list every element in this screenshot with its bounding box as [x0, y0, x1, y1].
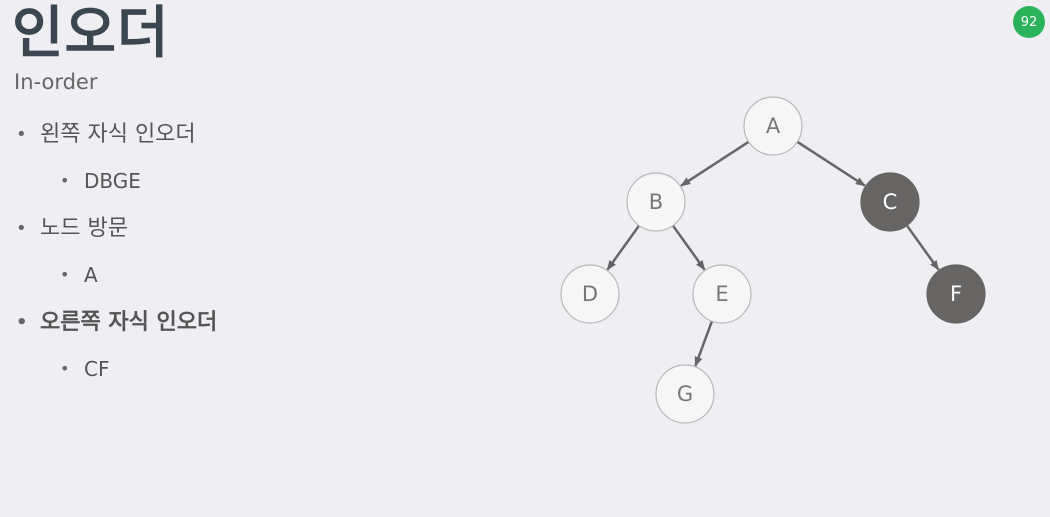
tree-node-b: B [626, 172, 686, 232]
edge-a-c [796, 140, 866, 187]
tree-node-label: F [950, 282, 962, 306]
tree-node-circle [743, 96, 803, 156]
tree-node-a: A [743, 96, 803, 156]
tree-node-label: C [883, 190, 898, 214]
bullet-right-child: 오른쪽 자식 인오더 [16, 306, 217, 340]
tree-node-circle [926, 264, 986, 324]
tree-node-label: G [677, 382, 693, 406]
tree-node-e: E [692, 264, 752, 324]
page-number-badge: 92 [1013, 6, 1045, 38]
tree-node-circle [560, 264, 620, 324]
tree-node-d: D [560, 264, 620, 324]
edge-c-f [905, 224, 940, 271]
tree-node-c: C [860, 172, 920, 232]
bullet-right-child-result: CF [60, 352, 217, 386]
tree-node-circle [626, 172, 686, 232]
slide-subtitle: In-order [14, 70, 98, 94]
bullet-left-child: 왼쪽 자식 인오더 [16, 118, 217, 152]
edge-b-e [671, 224, 706, 271]
bullet-list: 왼쪽 자식 인오더 DBGE 노드 방문 A 오른쪽 자식 인오더 CF [16, 118, 217, 400]
edge-b-d [606, 224, 641, 271]
tree-node-f: F [926, 264, 986, 324]
edge-e-g [694, 320, 714, 367]
edge-a-b [680, 140, 750, 187]
tree-node-circle [860, 172, 920, 232]
tree-node-g: G [655, 364, 715, 424]
tree-node-circle [655, 364, 715, 424]
bullet-visit-node: 노드 방문 [16, 212, 217, 246]
bullet-left-child-result: DBGE [60, 164, 217, 198]
slide-title: 인오더 [12, 1, 170, 66]
tree-node-label: B [649, 190, 663, 214]
tree-node-circle [692, 264, 752, 324]
bullet-visit-node-result: A [60, 258, 217, 292]
tree-node-label: E [715, 282, 728, 306]
tree-node-label: D [582, 282, 598, 306]
tree-node-label: A [766, 114, 781, 138]
